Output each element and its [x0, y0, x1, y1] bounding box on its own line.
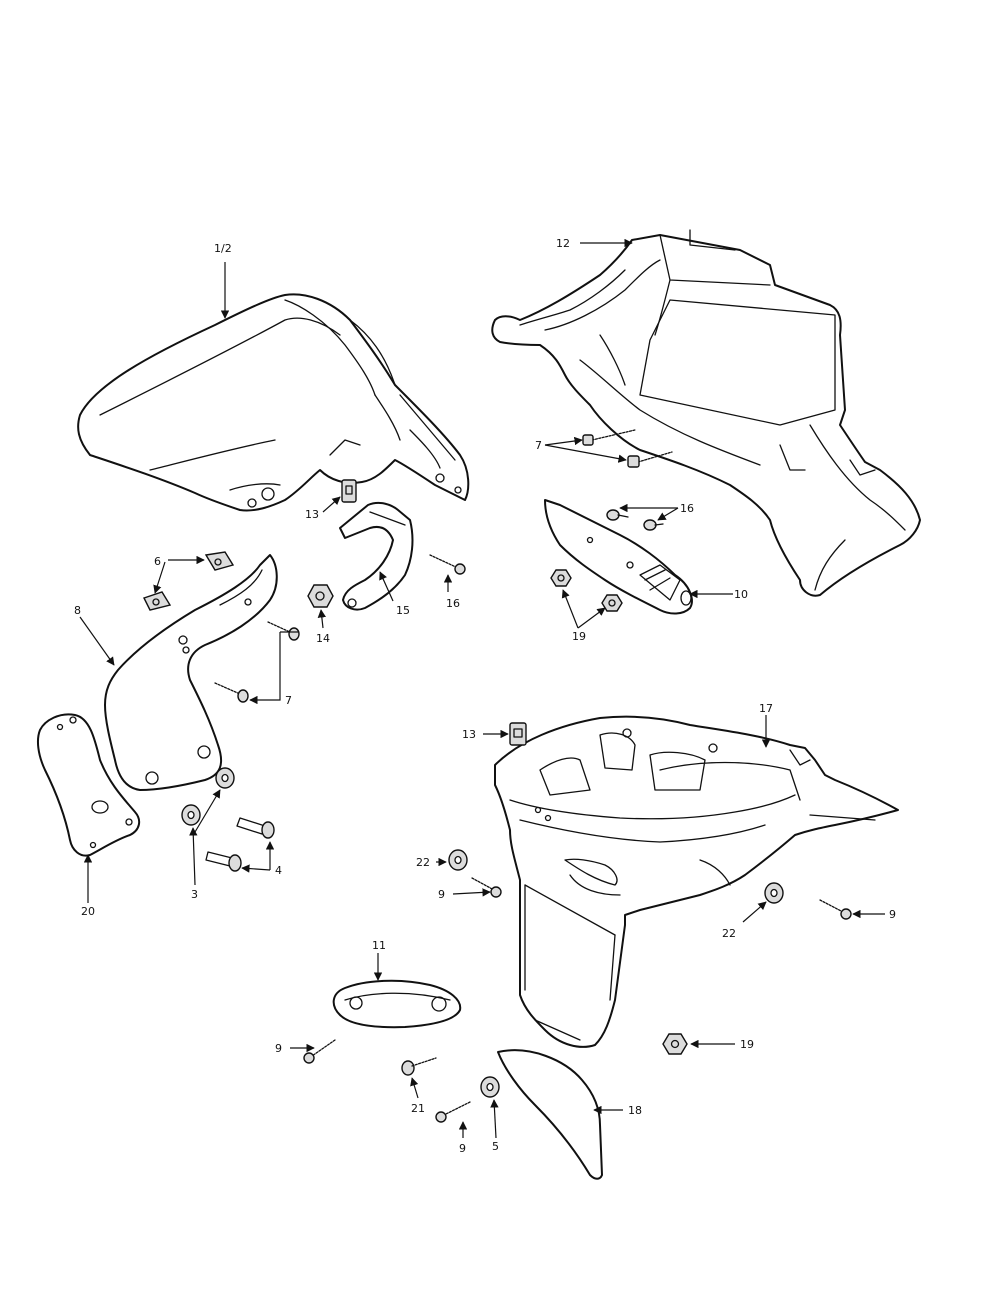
screw-part — [401, 1057, 437, 1076]
callout-20: 20 — [81, 905, 95, 918]
inner-panel-part — [491, 229, 921, 597]
screw-part — [429, 554, 466, 575]
callout-22: 22 — [416, 856, 430, 869]
callout-8: 8 — [74, 604, 81, 617]
callout-9: 9 — [459, 1142, 466, 1155]
rear-inner-fender-part — [494, 715, 899, 1048]
nut-part — [550, 569, 623, 612]
callout-1-2: 1/2 — [214, 242, 232, 255]
screw-part — [582, 429, 673, 468]
clip-part — [509, 722, 527, 746]
clip-part — [341, 479, 357, 503]
callout-14: 14 — [316, 632, 330, 645]
callout-12: 12 — [556, 237, 570, 250]
callout-9: 9 — [438, 888, 445, 901]
callout-13: 13 — [305, 508, 319, 521]
callout-15: 15 — [396, 604, 410, 617]
washer-part — [480, 1076, 500, 1098]
washer-part — [181, 767, 235, 826]
leader-lines — [79, 238, 885, 1139]
front-fender-part — [77, 293, 470, 512]
callout-3: 3 — [191, 888, 198, 901]
callout-7: 7 — [285, 694, 292, 707]
callout-16: 16 — [446, 597, 460, 610]
cage-nut-part — [143, 551, 235, 611]
washer-part — [448, 849, 784, 904]
callout-11: 11 — [372, 939, 386, 952]
callout-18: 18 — [628, 1104, 642, 1117]
callout-9: 9 — [889, 908, 896, 921]
bolt-part — [205, 817, 275, 872]
lower-bracket-part — [36, 713, 141, 857]
callout-19: 19 — [740, 1038, 754, 1051]
side-plate-part — [104, 554, 278, 791]
callout-10: 10 — [734, 588, 748, 601]
callout-7: 7 — [535, 439, 542, 452]
nut-part — [662, 1033, 688, 1055]
callout-22: 22 — [722, 927, 736, 940]
callout-5: 5 — [492, 1140, 499, 1153]
screw-part — [214, 621, 300, 703]
callout-9: 9 — [275, 1042, 282, 1055]
nut-part — [307, 584, 334, 608]
callout-21: 21 — [411, 1102, 425, 1115]
callout-16: 16 — [680, 502, 694, 515]
screw-part — [606, 509, 664, 531]
flap-part — [497, 1049, 603, 1180]
callout-6: 6 — [154, 555, 161, 568]
oval-cover-part — [332, 979, 462, 1029]
curved-arm-part — [339, 501, 414, 611]
callout-19: 19 — [572, 630, 586, 643]
bracket-plate-part — [544, 499, 693, 615]
callout-13: 13 — [462, 728, 476, 741]
callout-labels: 1/2 12 7 16 10 19 13 6 8 15 16 14 7 3 4 … — [74, 237, 896, 1155]
screw-part — [303, 877, 852, 1123]
callout-4: 4 — [275, 864, 282, 877]
callout-17: 17 — [759, 702, 773, 715]
